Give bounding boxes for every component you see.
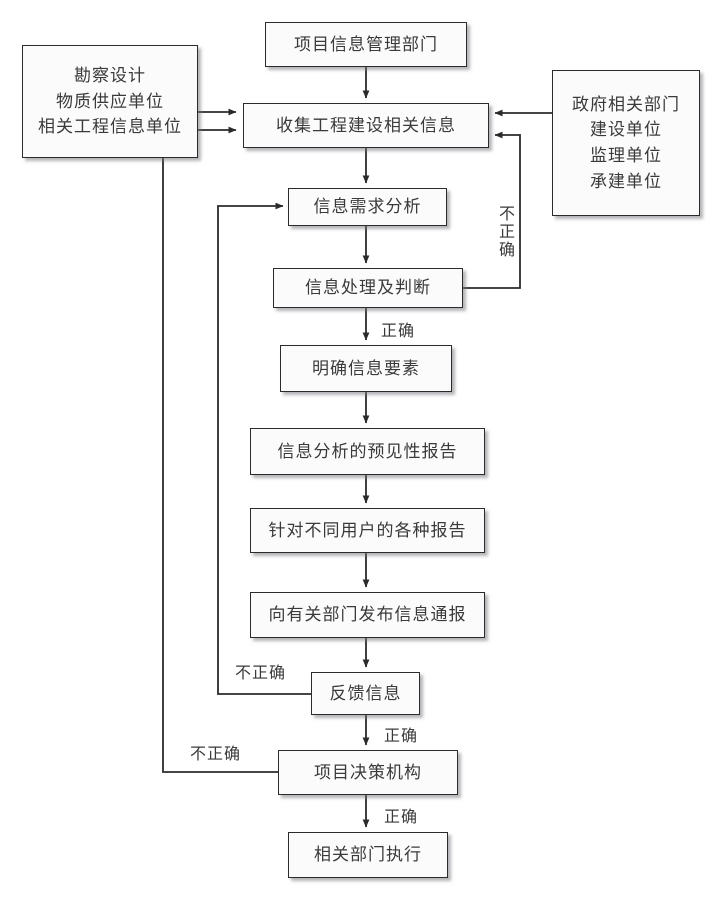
edge-label-correct-decision: 正确 [384,809,419,826]
node-decision-body-line-0: 项目决策机构 [314,762,422,782]
node-depts-execute[interactable]: 相关部门执行 [288,832,448,878]
node-foresight-report[interactable]: 信息分析的预见性报告 [250,428,485,475]
node-right-sources-line-3: 承建单位 [590,171,662,191]
edge-label-incorrect-feedback: 不正确 [235,665,287,682]
node-collect-info[interactable]: 收集工程建设相关信息 [243,103,489,148]
node-demand-analysis[interactable]: 信息需求分析 [288,188,447,226]
node-left-sources-line-0: 勘察设计 [74,66,146,86]
node-decision-body[interactable]: 项目决策机构 [278,750,458,795]
node-right-sources-line-2: 监理单位 [590,146,662,165]
node-right-sources-line-1: 建设单位 [590,120,662,140]
node-left-sources-line-2: 相关工程信息单位 [38,117,182,137]
node-demand-analysis-line-0: 信息需求分析 [313,197,422,217]
node-publish-bulletin-line-0: 向有关部门发布信息通报 [268,605,467,625]
node-process-judge-line-0: 信息处理及判断 [305,278,431,298]
edge-label-incorrect-process: 不正确 [496,205,513,259]
edge-label-correct-process: 正确 [381,323,416,340]
node-publish-bulletin[interactable]: 向有关部门发布信息通报 [250,592,485,638]
node-depts-execute-line-0: 相关部门执行 [314,845,422,865]
node-right-sources-line-0: 政府相关部门 [572,94,680,114]
node-project-info-dept[interactable]: 项目信息管理部门 [265,22,467,67]
node-foresight-report-line-0: 信息分析的预见性报告 [277,441,458,461]
edge-label-incorrect-decision: 不正确 [190,746,242,763]
node-user-reports[interactable]: 针对不同用户的各种报告 [250,508,485,553]
node-project-info-dept-line-0: 项目信息管理部门 [294,34,438,54]
node-clarify-elements-line-0: 明确信息要素 [312,358,420,378]
node-process-judge[interactable]: 信息处理及判断 [273,268,463,308]
node-left-sources[interactable]: 勘察设计 物质供应单位 相关工程信息单位 [22,45,198,158]
node-feedback-info-line-0: 反馈信息 [329,683,402,703]
node-clarify-elements[interactable]: 明确信息要素 [280,345,452,392]
edge-label-correct-feedback: 正确 [384,728,419,745]
node-collect-info-line-0: 收集工程建设相关信息 [276,115,456,135]
node-left-sources-line-1: 物质供应单位 [56,91,164,111]
node-right-sources[interactable]: 政府相关部门 建设单位 监理单位 承建单位 [552,70,700,216]
node-user-reports-line-0: 针对不同用户的各种报告 [268,520,467,540]
node-feedback-info[interactable]: 反馈信息 [311,672,420,715]
